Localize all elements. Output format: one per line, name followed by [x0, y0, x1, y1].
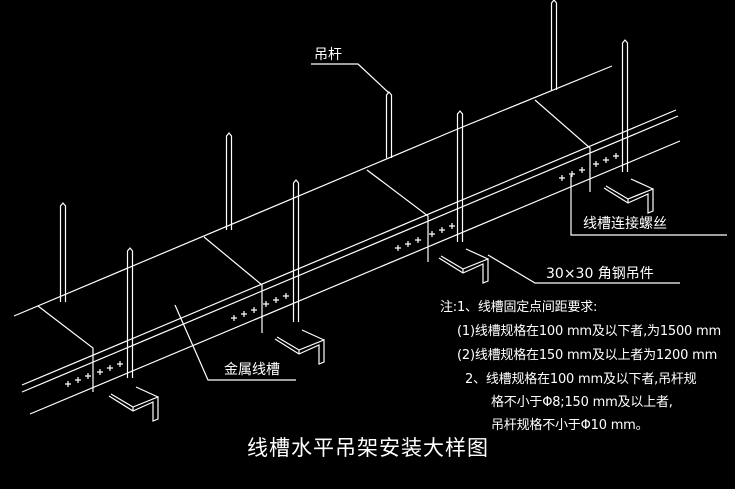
- label-hanger-rod: 吊杆: [314, 47, 342, 63]
- bolt-mark: [241, 311, 247, 317]
- hanger-rod: [550, 0, 558, 90]
- trough-top-back-edge: [13, 65, 613, 317]
- angle-steel-hanger: [274, 336, 325, 365]
- note-line-6: 吊杆规格不小于Φ10 mm。: [491, 418, 649, 433]
- trough-side-bottom-edge: [29, 140, 681, 415]
- leader-hanger-rod: [311, 63, 390, 94]
- bolt-mark: [439, 227, 445, 233]
- hanger-rod: [456, 110, 464, 242]
- note-line-5: 格不小于Φ8;150 mm及以上者,: [491, 395, 673, 410]
- note-line-2: (1)线槽规格在100 mm及以下者,为1500 mm: [457, 324, 721, 339]
- angle-steel-hangers: [108, 178, 654, 422]
- angle-steel-hanger: [603, 185, 654, 214]
- trough-section-joints: [37, 99, 591, 392]
- leader-metal-trough: [174, 304, 296, 381]
- bolt-mark: [415, 237, 421, 243]
- bolt-mark: [283, 293, 289, 299]
- bolt-mark: [593, 161, 599, 167]
- bolt-mark: [97, 369, 103, 375]
- angle-steel-edge: [301, 329, 325, 341]
- angle-steel-hanger: [438, 255, 489, 284]
- angle-steel-edge: [135, 386, 159, 398]
- leader-trough-screw: [570, 175, 727, 236]
- bolt-mark: [395, 245, 401, 251]
- angle-steel-edge: [630, 178, 654, 190]
- bolt-marks: [65, 153, 619, 387]
- bolt-mark: [75, 377, 81, 383]
- bolt-mark: [603, 157, 609, 163]
- trough-side-top-edge-1: [21, 109, 677, 386]
- bolt-mark: [613, 153, 619, 159]
- hanger-rods: [59, 0, 629, 378]
- leader-angle-steel: [487, 254, 680, 284]
- label-angle-steel-hanger: 30×30 角钢吊件: [546, 266, 654, 282]
- bolt-mark: [559, 175, 565, 181]
- hanger-rod: [225, 132, 233, 230]
- angle-steel-edge: [465, 248, 489, 260]
- hanger-rod: [385, 91, 393, 158]
- bolt-mark: [231, 315, 237, 321]
- angle-steel-hanger: [108, 393, 159, 422]
- hanger-rod: [621, 39, 629, 172]
- bolt-mark: [65, 381, 71, 387]
- hanger-rod: [59, 202, 67, 302]
- bolt-mark: [251, 307, 257, 313]
- bolt-mark: [263, 301, 269, 307]
- hanger-rod: [126, 247, 134, 378]
- label-metal-trough: 金属线槽: [224, 362, 280, 378]
- note-line-3: (2)线槽规格在150 mm及以上者为1200 mm: [457, 348, 718, 363]
- hanger-rod: [292, 179, 300, 322]
- bolt-mark: [569, 171, 575, 177]
- label-trough-connecting-screw: 线槽连接螺丝: [583, 215, 667, 232]
- bolt-mark: [429, 231, 435, 237]
- bolt-mark: [449, 223, 455, 229]
- trough-side-top-edge-2: [21, 115, 679, 393]
- drawing-title: 线槽水平吊架安装大样图: [247, 436, 489, 460]
- bolt-mark: [579, 167, 585, 173]
- bolt-mark: [117, 361, 123, 367]
- note-line-1: 注:1、线槽固定点间距要求:: [440, 300, 598, 315]
- bolt-mark: [273, 297, 279, 303]
- bolt-mark: [405, 241, 411, 247]
- note-line-4: 2、线槽规格在100 mm及以下者,吊杆规: [465, 372, 697, 387]
- bolt-mark: [107, 365, 113, 371]
- bolt-mark: [85, 373, 91, 379]
